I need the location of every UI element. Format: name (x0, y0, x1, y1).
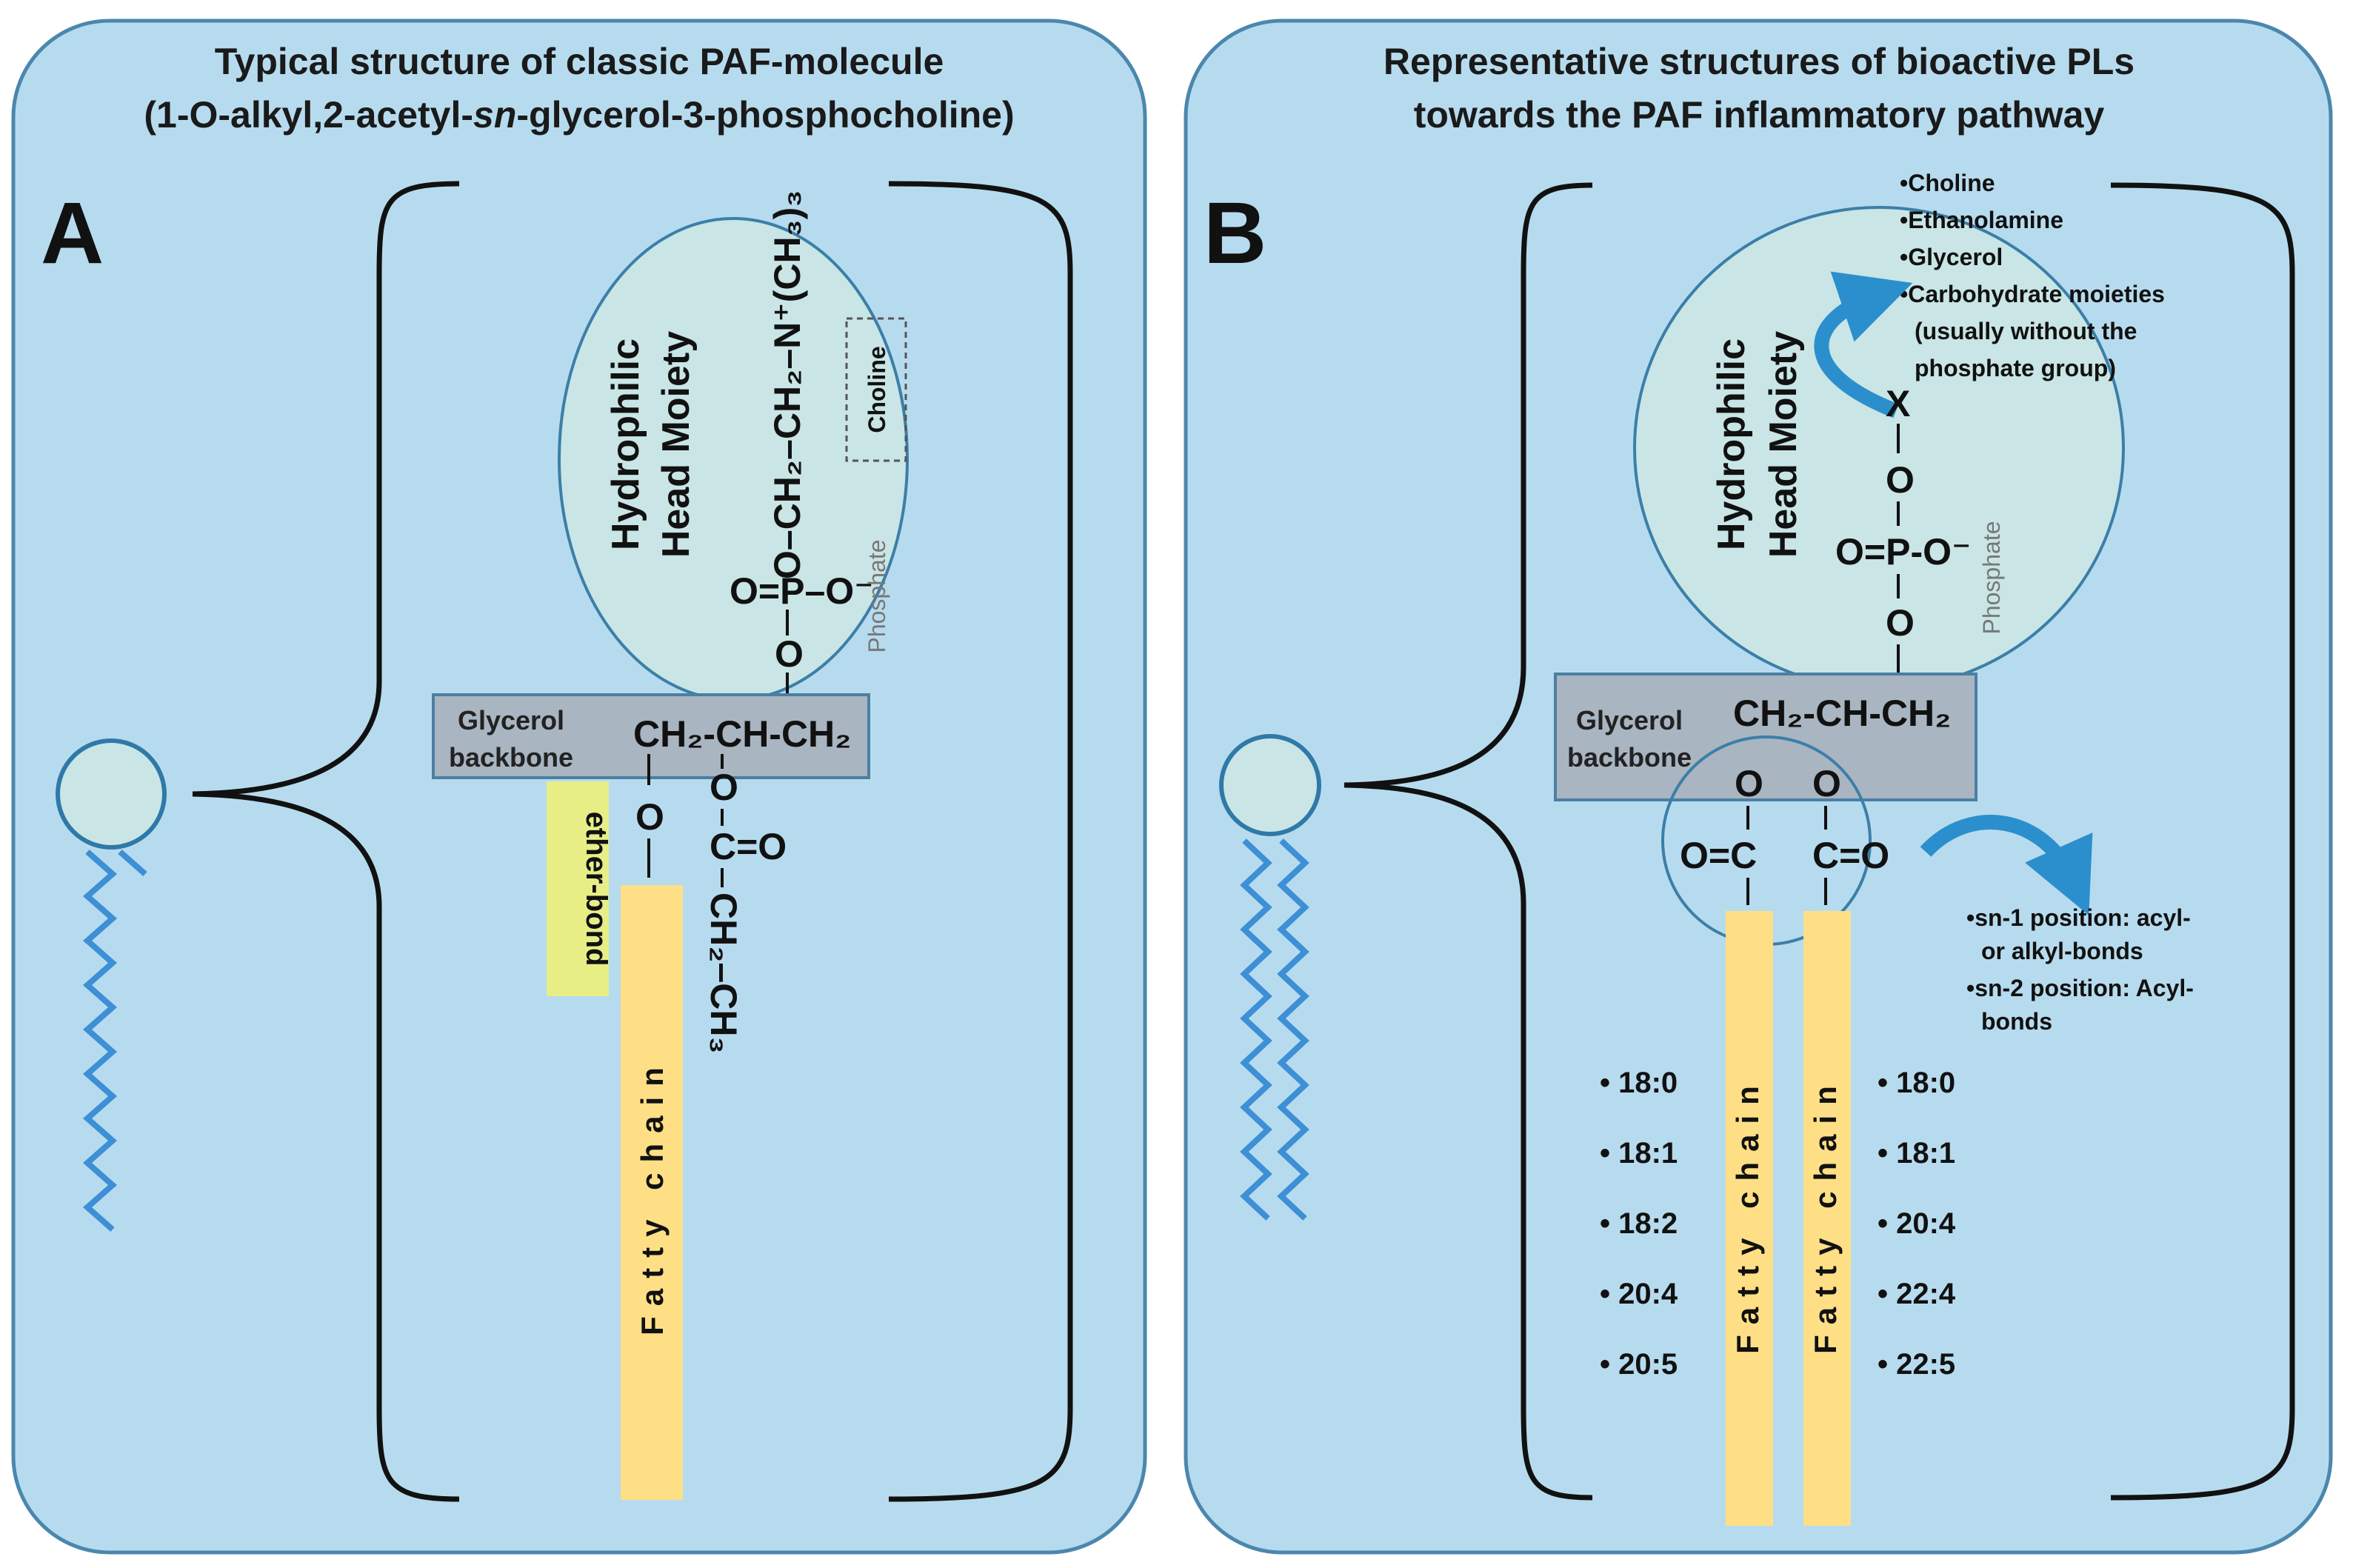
sn1-chain-item: • 18:0 (1600, 1067, 1678, 1099)
panel-b-glycerol-label-line1: Glycerol (1576, 705, 1683, 735)
panel-a-ester-oxygen: O (710, 767, 738, 808)
panel-b-sn2-fatty-chain-bar (1803, 911, 1851, 1526)
panel-b-phosphate-label: Phosphate (1978, 521, 2005, 634)
position-notes-arrow-icon (1920, 815, 2093, 915)
panel-a-title-line2: (1-O-alkyl,2-acetyl-sn-glycerol-3-phosph… (144, 94, 1014, 136)
choline-label: Choline (864, 346, 890, 433)
panel-b-head-o-bottom: O (1886, 602, 1915, 644)
panel-b-x-label: X (1886, 383, 1910, 424)
panel-b-head-moiety-circle (1633, 206, 2125, 690)
panel-b-sn2-fatty-chain-label: Fatty chain (1808, 1075, 1843, 1354)
choline-box (845, 317, 907, 462)
panel-a-phosphate-o-bottom: O (775, 633, 804, 675)
panel-b-head-label-line2: Head Moiety (1762, 331, 1805, 558)
sn2-chain-item: • 22:5 (1878, 1348, 1955, 1381)
phospholipid-icon (56, 738, 167, 1232)
panel-a-glycerol-label-line1: Glycerol (458, 705, 564, 735)
sn1-chain-item: • 20:5 (1600, 1348, 1678, 1381)
panel-b-title-line2: towards the PAF inflammatory pathway (1414, 94, 2105, 136)
sn2-chain-list: • 18:0 • 18:1 • 20:4 • 22:4 • 22:5 (1878, 1067, 1956, 1381)
panel-b-glycerol-formula: CH₂-CH-CH₂ (1733, 693, 1951, 734)
panel-b: Representative structures of bioactive P… (1184, 19, 2333, 1555)
panel-b-letter: B (1204, 184, 1266, 282)
panel-b-head-o-top: O (1886, 459, 1915, 501)
position-note-line: •sn-1 position: acyl- (1966, 904, 2191, 931)
sn2-chain-item: • 22:4 (1878, 1278, 1956, 1310)
x-substituent-item: •Glycerol (1900, 244, 2003, 270)
position-note-line: •sn-2 position: Acyl- (1966, 975, 2194, 1001)
sn1-chain-list: • 18:0 • 18:1 • 18:2 • 20:4 • 20:5 (1600, 1067, 1678, 1381)
panel-a-right-bracket (888, 181, 1073, 1502)
sn2-chain-item: • 20:4 (1878, 1207, 1956, 1240)
panel-a-head-label-line2: Head Moiety (655, 331, 698, 558)
panel-a: Typical structure of classic PAF-molecul… (11, 19, 1147, 1555)
x-substituent-item: •Carbohydrate moieties (1900, 281, 2165, 307)
x-substituent-arrow-icon (1814, 271, 1913, 418)
panel-b-head-label-line1: Hydrophilic (1710, 338, 1753, 550)
panel-a-acetyl-chain: CH₂–CH₃ (703, 893, 744, 1054)
position-notes: •sn-1 position: acyl- or alkyl-bonds •sn… (1966, 904, 2194, 1035)
panel-b-sn1-oxygen: O (1735, 763, 1763, 804)
panel-a-fatty-chain-label: Fatty chain (635, 1057, 670, 1335)
panel-b-right-bracket (2110, 182, 2295, 1501)
panel-a-head-chain: O–CH₂–CH₂–N⁺(CH₃)₃ (767, 190, 808, 579)
x-substituent-item: •Ethanolamine (1900, 207, 2063, 233)
panel-a-fatty-chain-bar (621, 885, 683, 1500)
panel-b-phosphate-group: O=P-O⁻ (1835, 531, 1971, 573)
position-note-line: bonds (1981, 1008, 2052, 1035)
sn2-chain-item: • 18:1 (1878, 1137, 1955, 1170)
x-substituent-item: (usually without the (1915, 318, 2137, 344)
panel-b-title-line1: Representative structures of bioactive P… (1384, 41, 2135, 82)
panel-a-phosphate-group: O=P–O⁻ (730, 570, 874, 612)
panel-a-letter: A (41, 184, 104, 282)
panel-b-sn1-fatty-chain-bar (1726, 911, 1773, 1526)
panel-b-sn2-carbonyl: C=O (1812, 835, 1889, 876)
ether-bond-label: ether-bond (580, 812, 613, 967)
panel-a-glycerol-formula: CH₂-CH-CH₂ (633, 713, 851, 755)
panel-b-glycerol-backbone (1554, 673, 1977, 801)
sn2-chain-item: • 18:0 (1878, 1067, 1955, 1099)
position-note-line: or alkyl-bonds (1981, 938, 2143, 964)
phospholipid-icon (1219, 734, 1321, 1221)
panel-a-ether-oxygen: O (635, 796, 664, 838)
panel-b-glycerol-label-line2: backbone (1567, 742, 1692, 773)
panel-a-left-brace (192, 181, 460, 1502)
x-substituent-item: •Choline (1900, 170, 1995, 196)
panel-a-ester-carbonyl: C=O (710, 826, 787, 867)
ether-bond-box (547, 781, 609, 996)
panel-a-phosphate-label: Phosphate (864, 539, 890, 653)
panel-b-left-brace (1344, 182, 1593, 1501)
x-substituent-item: phosphate group) (1915, 355, 2116, 381)
sn1-chain-item: • 18:1 (1600, 1137, 1678, 1170)
sn1-chain-item: • 18:2 (1600, 1207, 1678, 1240)
panel-a-title-line1: Typical structure of classic PAF-molecul… (215, 41, 944, 82)
panel-b-sn1-carbonyl: O=C (1680, 835, 1757, 876)
panel-b-sn1-fatty-chain-label: Fatty chain (1730, 1075, 1765, 1354)
x-substituent-list: •Choline •Ethanolamine •Glycerol •Carboh… (1900, 170, 2165, 381)
sn1-chain-item: • 20:4 (1600, 1278, 1678, 1310)
panel-a-head-label-line1: Hydrophilic (604, 338, 647, 550)
panel-b-sn2-oxygen: O (1812, 763, 1841, 804)
panel-a-glycerol-label-line2: backbone (449, 742, 573, 773)
panel-a-glycerol-backbone (432, 693, 870, 779)
